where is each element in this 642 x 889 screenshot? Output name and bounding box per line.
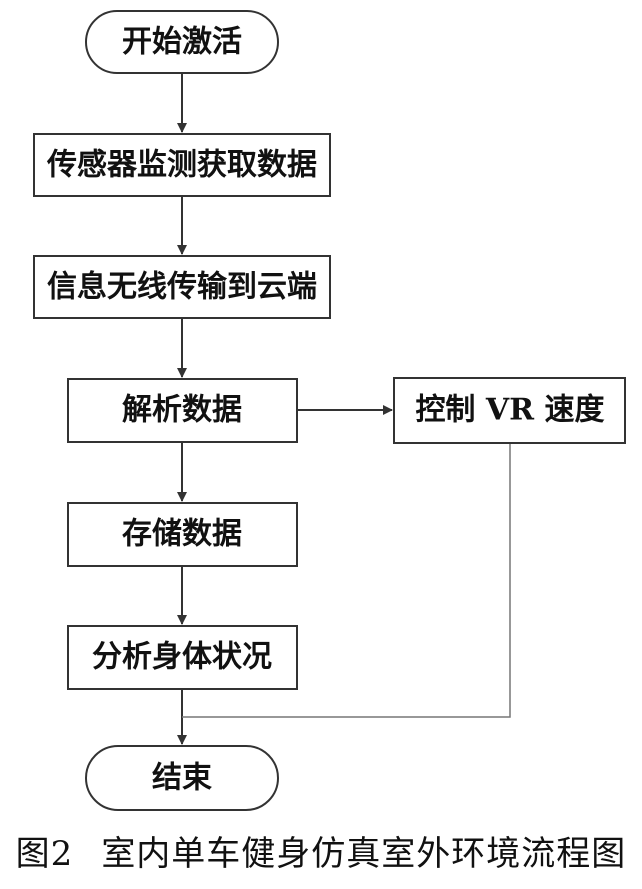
- node-parse: 解析数据: [67, 378, 298, 443]
- node-analyze: 分析身体状况: [67, 625, 298, 690]
- figure-title: 室内单车健身仿真室外环境流程图: [101, 834, 627, 874]
- node-end: 结束: [85, 745, 279, 811]
- figure-number: 图2: [15, 834, 74, 874]
- node-end-label: 结束: [152, 761, 212, 796]
- node-control-vr: 控制 VR 速度: [393, 377, 626, 444]
- node-control-vr-label: 控制 VR 速度: [415, 393, 604, 428]
- node-start-label: 开始激活: [122, 25, 242, 60]
- connector-control-to-end: [182, 443, 511, 718]
- node-sensor: 传感器监测获取数据: [33, 133, 331, 197]
- node-analyze-label: 分析身体状况: [92, 640, 272, 675]
- node-parse-label: 解析数据: [122, 393, 242, 428]
- node-start: 开始激活: [85, 10, 279, 74]
- figure-caption: 图2 室内单车健身仿真室外环境流程图: [0, 826, 642, 875]
- node-sensor-label: 传感器监测获取数据: [46, 148, 317, 183]
- node-store: 存储数据: [67, 502, 298, 567]
- node-transmit-label: 信息无线传输到云端: [47, 270, 317, 305]
- node-store-label: 存储数据: [122, 517, 242, 552]
- flowchart: 开始激活 传感器监测获取数据 信息无线传输到云端 解析数据 控制 VR 速度 存…: [33, 10, 626, 811]
- node-transmit: 信息无线传输到云端: [33, 255, 331, 319]
